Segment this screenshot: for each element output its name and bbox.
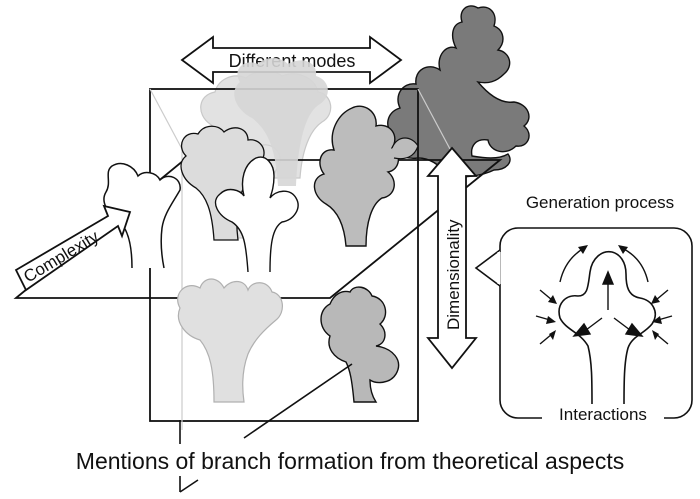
complexity-arrow: Complexity: [14, 204, 132, 292]
complexity-label: Complexity: [20, 227, 102, 287]
branch-upper-right-mid: [313, 105, 399, 247]
dimensionality-label: Dimensionality: [444, 219, 463, 330]
gray-branch-back: [234, 58, 328, 186]
generation-process-label: Generation process: [526, 193, 674, 212]
lower-plane-shapes: [177, 278, 400, 403]
branch-upper-center-white: [214, 156, 299, 273]
interaction-branch-shape[interactable]: [558, 250, 656, 407]
branch-lower-left-light: [177, 278, 283, 403]
caption: Mentions of branch formation from theore…: [76, 448, 624, 474]
interior-interaction-arrows: [572, 270, 644, 337]
branch-upper-right-bump: [391, 137, 419, 160]
generation-process-box: Generation process: [474, 193, 693, 426]
dimensionality-arrow: Dimensionality: [426, 146, 478, 370]
interactions-label: Interactions: [559, 405, 647, 424]
branch-lower-right-mid: [320, 286, 400, 403]
exterior-arrowheads: [546, 245, 662, 340]
dark-fractal-shape: [387, 5, 530, 178]
generation-process-notch: [474, 249, 501, 287]
upper-plane-shapes: [180, 105, 419, 273]
